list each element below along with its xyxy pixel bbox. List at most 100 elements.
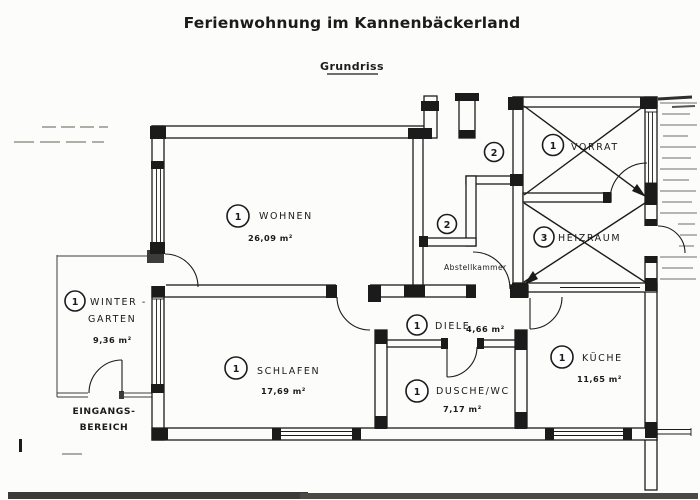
schlafen-dusche-wall	[374, 329, 388, 429]
pier	[147, 250, 164, 263]
opening-schlafen-door	[336, 283, 370, 299]
window-jamb	[623, 428, 632, 440]
zone-circle-wintergarten	[64, 290, 86, 312]
room-area-schlafen: 17,69 m²	[261, 386, 306, 396]
pier	[645, 278, 657, 291]
cross-arrowhead	[632, 184, 646, 197]
door-arc-abstellkammer	[472, 251, 511, 290]
vorrat-heizraum-left-wall	[512, 96, 524, 293]
hatch-dark-mark	[657, 95, 693, 101]
pier	[408, 128, 432, 139]
door-jamb	[368, 285, 381, 302]
pier	[151, 384, 164, 393]
room-area-diele: 4,66 m²	[466, 324, 505, 334]
room-labels: WOHNEN 26,09 m² WINTER - GARTEN 9,36 m² …	[72, 142, 623, 433]
door-jamb	[119, 391, 124, 399]
pier	[404, 285, 425, 297]
zone-circle-vorrat	[541, 133, 565, 157]
door-jamb	[477, 338, 484, 349]
zone-circle-flur-b	[436, 213, 458, 235]
pier	[510, 174, 523, 186]
pier	[515, 330, 527, 350]
scan-tick	[19, 439, 22, 452]
corridor-l-wall-vertical	[465, 175, 477, 247]
opening-dusche-door	[448, 338, 477, 349]
door-swings	[88, 162, 686, 394]
hatch-dark-mark	[671, 105, 696, 108]
zone-circle-wohnen	[226, 204, 250, 228]
door-arc-schlafen	[336, 296, 371, 331]
outer-wall-top-wohnen	[151, 125, 429, 139]
pier	[645, 183, 657, 205]
room-area-wintergarten: 9,36 m²	[93, 335, 132, 345]
door-jamb	[326, 285, 337, 298]
room-label-heizraum: HEIZRAUM	[558, 233, 621, 244]
zone-markers: 1 1 1 1 1 1 1 3 2 2	[64, 133, 574, 403]
door-arc-kueche	[529, 296, 563, 330]
door-jamb	[441, 338, 448, 349]
pier	[419, 236, 428, 247]
wohnen-right-wall	[412, 137, 424, 291]
zone-number-dusche: 1	[414, 387, 421, 398]
scan-edge-band	[300, 493, 698, 499]
window-jamb	[352, 428, 361, 440]
zone-number-heizraum: 3	[541, 233, 548, 244]
room-label-dusche: DUSCHE/WC	[436, 386, 510, 397]
door-arc-wintergarten-entry	[88, 359, 123, 394]
header: Ferienwohnung im Kannenbäckerland Grundr…	[184, 14, 521, 75]
pier	[375, 416, 387, 429]
page-subtitle: Grundriss	[320, 60, 384, 73]
vorrat-heizraum-divider-wall	[522, 192, 612, 203]
outer-wall-bottom	[151, 427, 658, 441]
zone-circle-heizraum	[533, 226, 555, 248]
pier	[645, 422, 657, 438]
pier	[455, 93, 479, 101]
room-label-diele: DIELE	[435, 321, 470, 332]
room-label-wohnen: WOHNEN	[259, 211, 313, 222]
zone-number-flur-b: 2	[444, 220, 451, 231]
pier	[508, 97, 523, 110]
zone-circle-flur-a	[483, 141, 505, 163]
zone-number-diele: 1	[414, 321, 421, 332]
pier	[152, 286, 165, 297]
pier	[459, 130, 475, 138]
entrance-label-line2: BEREICH	[80, 422, 129, 433]
door-arc-dusche	[446, 346, 478, 378]
vorrat-top-wall	[512, 96, 658, 108]
room-label-vorrat: VORRAT	[571, 142, 619, 153]
cross-arrowhead	[524, 271, 538, 285]
zone-number-vorrat: 1	[550, 141, 557, 152]
scan-marks-bottom	[8, 439, 698, 499]
scan-marks-top-left	[14, 126, 108, 143]
pier	[645, 219, 657, 226]
page-title: Ferienwohnung im Kannenbäckerland	[184, 14, 521, 32]
entrance-label-line1: EINGANGS-	[72, 406, 135, 417]
pier	[152, 428, 168, 440]
pier	[375, 330, 387, 344]
door-arc-vorrat	[609, 162, 648, 201]
room-label-kueche: KÜCHE	[582, 353, 623, 364]
room-area-wohnen: 26,09 m²	[248, 233, 293, 243]
pier	[515, 412, 527, 429]
zone-number-wohnen: 1	[235, 212, 242, 223]
pier	[150, 126, 166, 139]
zone-circle-kueche	[550, 345, 574, 369]
door-jamb	[466, 285, 476, 298]
corridor-l-wall-bottom	[422, 237, 477, 247]
heizraum-cross-line	[523, 202, 646, 283]
zone-number-wintergarten: 1	[72, 297, 79, 308]
pier	[151, 161, 164, 169]
opening-exterior-door	[644, 226, 658, 256]
stairwell-hatching	[657, 95, 697, 280]
zone-number-kueche: 1	[559, 353, 566, 364]
room-area-kueche: 11,65 m²	[577, 374, 622, 384]
wintergarten-walls	[56, 250, 164, 399]
zone-number-flur-a: 2	[491, 148, 498, 159]
pier	[645, 256, 657, 263]
window-jamb	[272, 428, 281, 440]
room-area-dusche: 7,17 m²	[443, 404, 482, 414]
room-cross-marks	[523, 105, 646, 285]
